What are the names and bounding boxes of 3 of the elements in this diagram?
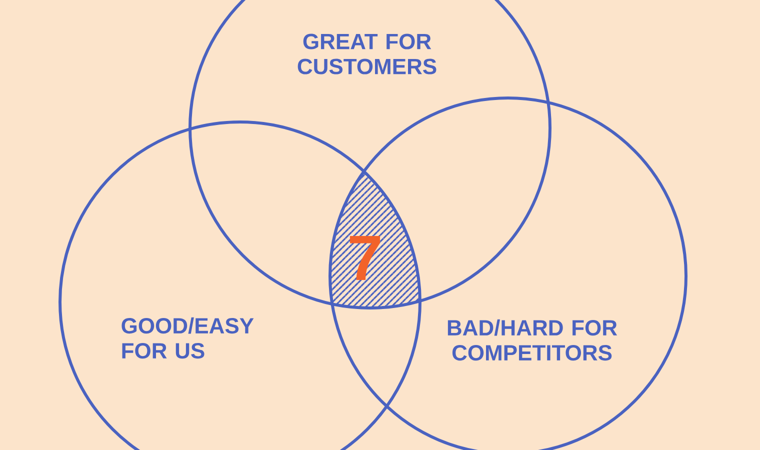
circle-label: BAD/HARD FOR COMPETITORS: [448, 319, 618, 361]
circle-label: GREAT FOR CUSTOMERS: [298, 34, 436, 74]
circle-label: GOOD/EASY FOR US: [122, 317, 254, 359]
